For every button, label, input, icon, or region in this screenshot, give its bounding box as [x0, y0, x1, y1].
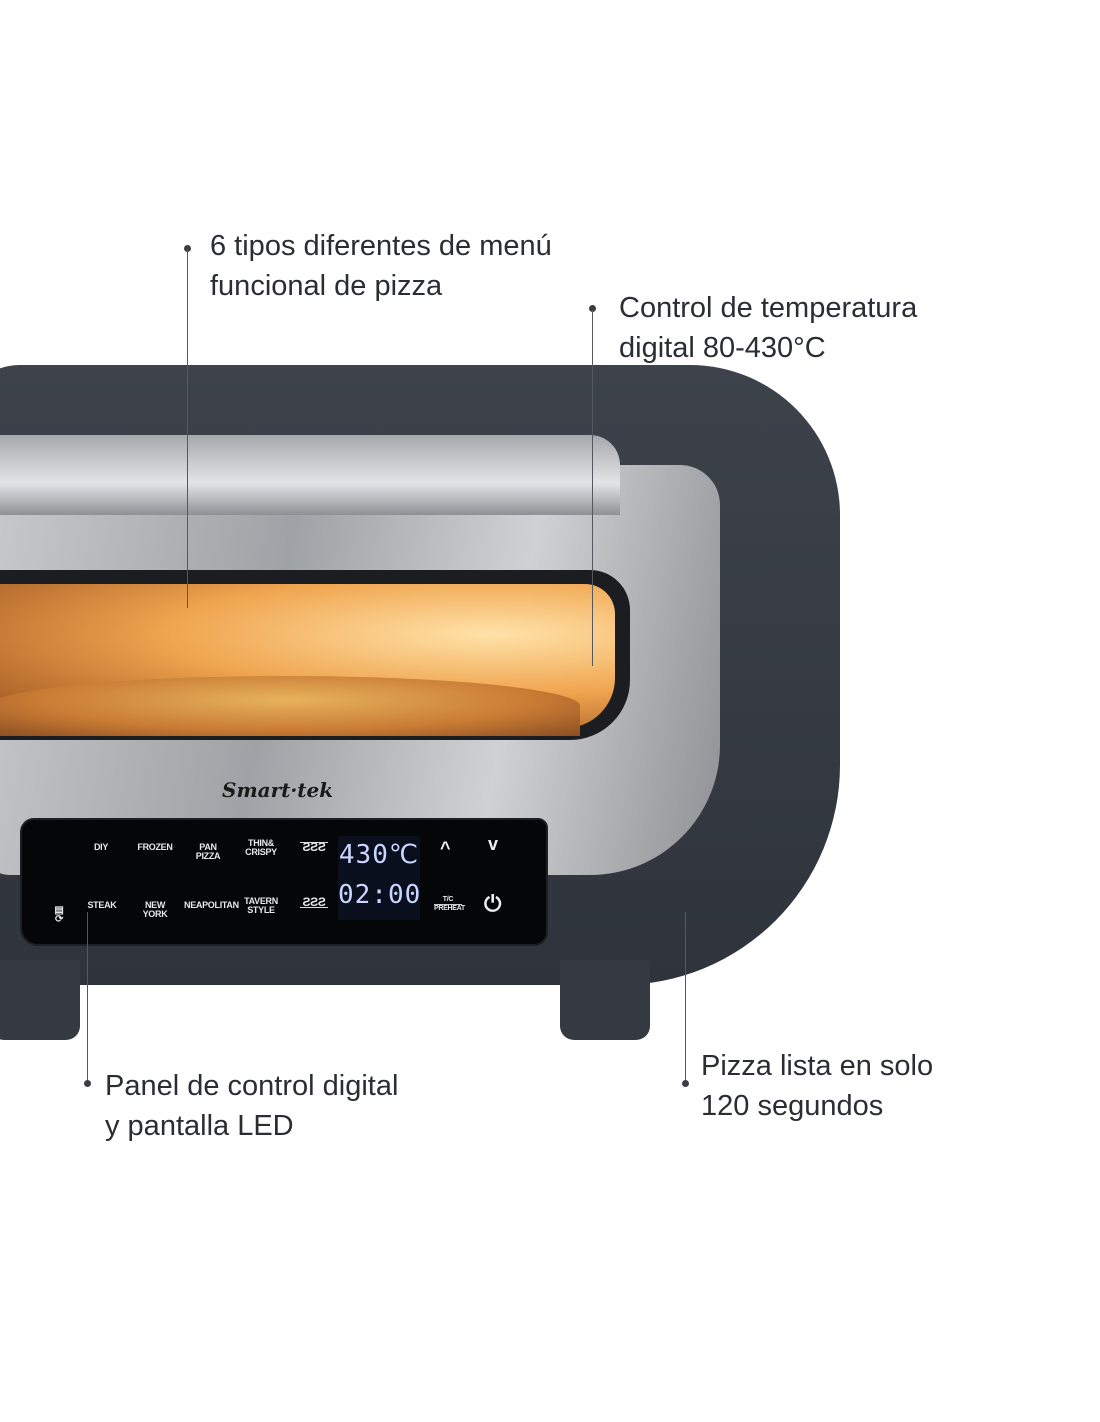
led-display: 430℃ 02:00 [338, 836, 420, 920]
callout-line [187, 250, 188, 608]
tc-preheat-button[interactable]: T/C PREHEAT [434, 896, 465, 913]
callout-line [685, 912, 686, 1082]
callout-text: Pizza lista en solo [701, 1050, 934, 1082]
callout-text: y pantalla LED [105, 1110, 294, 1142]
pizza [0, 676, 580, 736]
light-rotate-icon[interactable]: ▤⟳ [54, 905, 64, 925]
button-neapolitan[interactable]: NEAPOLITAN [184, 900, 239, 910]
callout-dot [682, 1080, 689, 1087]
callout-text: 120 segundos [701, 1090, 884, 1122]
temperature-readout: 430℃ [338, 840, 420, 870]
brand-logo: Smart·tek [222, 778, 334, 802]
callout-text: Panel de control digital [105, 1070, 399, 1102]
callout-line [592, 310, 593, 666]
power-icon[interactable]: ⏻ [484, 891, 502, 916]
oven-top-band [0, 435, 620, 515]
callout-text: funcional de pizza [210, 270, 443, 302]
button-steak[interactable]: STEAK [87, 900, 117, 910]
button-tavern-style[interactable]: TAVERN STYLE [244, 896, 278, 915]
callout-control-panel: Panel de control digital y pantalla LED [105, 1066, 398, 1146]
callout-dot [84, 1080, 91, 1087]
button-frozen[interactable]: FROZEN [137, 842, 173, 852]
callout-menu-types: 6 tipos diferentes de menú funcional de … [210, 226, 552, 306]
callout-dot [184, 245, 191, 252]
callout-text: 6 tipos diferentes de menú [210, 230, 552, 262]
callout-text: digital 80-430°C [619, 332, 826, 364]
oven-leg-left [0, 960, 80, 1040]
button-diy[interactable]: DIY [93, 842, 109, 852]
preheat-label: PREHEAT [434, 905, 465, 912]
callout-ready-time: Pizza lista en solo 120 segundos [701, 1046, 933, 1126]
time-readout: 02:00 [338, 880, 422, 910]
callout-temperature: Control de temperatura digital 80-430°C [619, 288, 917, 368]
callout-text: Control de temperatura [619, 292, 918, 324]
down-arrow-button[interactable]: v [488, 834, 499, 854]
top-heat-button[interactable]: ƧƧƧ [300, 841, 328, 853]
button-pan-pizza[interactable]: PAN PIZZA [195, 842, 221, 861]
control-panel [20, 818, 548, 946]
button-thin-crispy[interactable]: THIN& CRISPY [245, 838, 277, 857]
up-arrow-button[interactable]: ^ [440, 838, 451, 858]
oven-leg-right [560, 960, 650, 1040]
bottom-heat-button[interactable]: ƧƧƧ [300, 896, 328, 908]
button-new-york[interactable]: NEW YORK [142, 900, 168, 919]
tc-label: T/C [434, 896, 462, 905]
callout-dot [589, 305, 596, 312]
callout-line [87, 912, 88, 1082]
